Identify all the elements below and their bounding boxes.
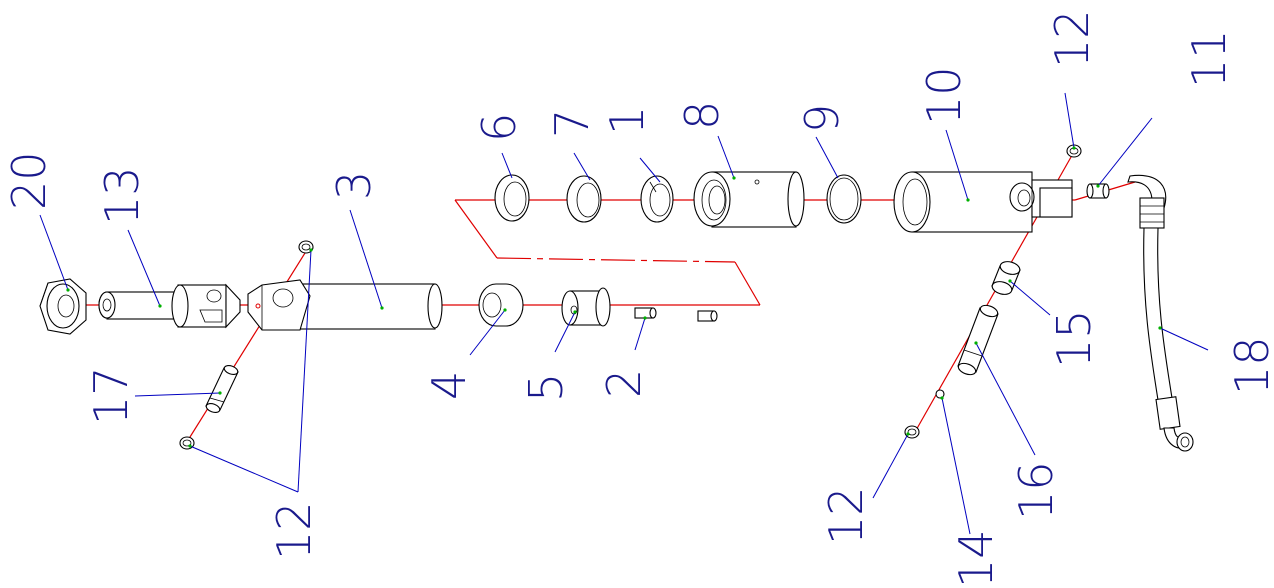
callout-17: 17 <box>84 366 138 425</box>
part-14-ball <box>935 389 945 399</box>
part-10-cylinder-barrel <box>893 171 1073 233</box>
part-4-gland-ring <box>478 283 524 327</box>
part-1-bushing <box>640 175 674 223</box>
part-17-pin <box>205 364 239 414</box>
callout-20: 20 <box>2 151 56 210</box>
part-2-pins <box>634 307 718 322</box>
callout-12-bottom-right: 12 <box>819 486 873 545</box>
callout-9: 9 <box>795 104 849 133</box>
leader-lines <box>39 92 1209 535</box>
callout-3: 3 <box>327 171 381 200</box>
part-13-rod-end <box>98 283 241 329</box>
callout-12-left: 12 <box>267 501 321 560</box>
part-18-hose <box>1127 174 1194 452</box>
part-9-o-ring <box>826 174 862 224</box>
callout-14: 14 <box>949 529 1003 588</box>
part-11-fitting <box>1086 183 1110 199</box>
callout-4: 4 <box>422 371 476 400</box>
part-8-gland-housing <box>693 171 805 228</box>
part-7-wiper-ring <box>566 175 602 223</box>
callout-labels: 20 13 3 17 12 4 5 2 6 7 1 8 9 10 12 11 1… <box>2 9 1274 588</box>
part-5-piston <box>561 287 611 327</box>
callout-2: 2 <box>597 369 651 398</box>
callout-16: 16 <box>1009 461 1063 520</box>
part-6-seal-ring <box>494 174 530 222</box>
callout-18: 18 <box>1225 336 1274 395</box>
callout-5: 5 <box>519 373 573 402</box>
callout-15: 15 <box>1047 309 1101 368</box>
callout-8: 8 <box>675 101 729 130</box>
callout-13: 13 <box>95 166 149 225</box>
part-15-sleeve <box>991 261 1021 295</box>
part-16-pin <box>957 304 999 376</box>
leader-tips <box>66 146 1162 448</box>
callout-1: 1 <box>600 106 654 135</box>
callout-6: 6 <box>472 113 526 142</box>
callout-12-top-right: 12 <box>1045 9 1099 68</box>
callout-10: 10 <box>917 66 971 125</box>
callout-7: 7 <box>545 109 599 138</box>
callout-11: 11 <box>1182 29 1236 88</box>
part-20-hex-nut <box>39 278 87 335</box>
part-3-piston-rod <box>247 279 443 331</box>
